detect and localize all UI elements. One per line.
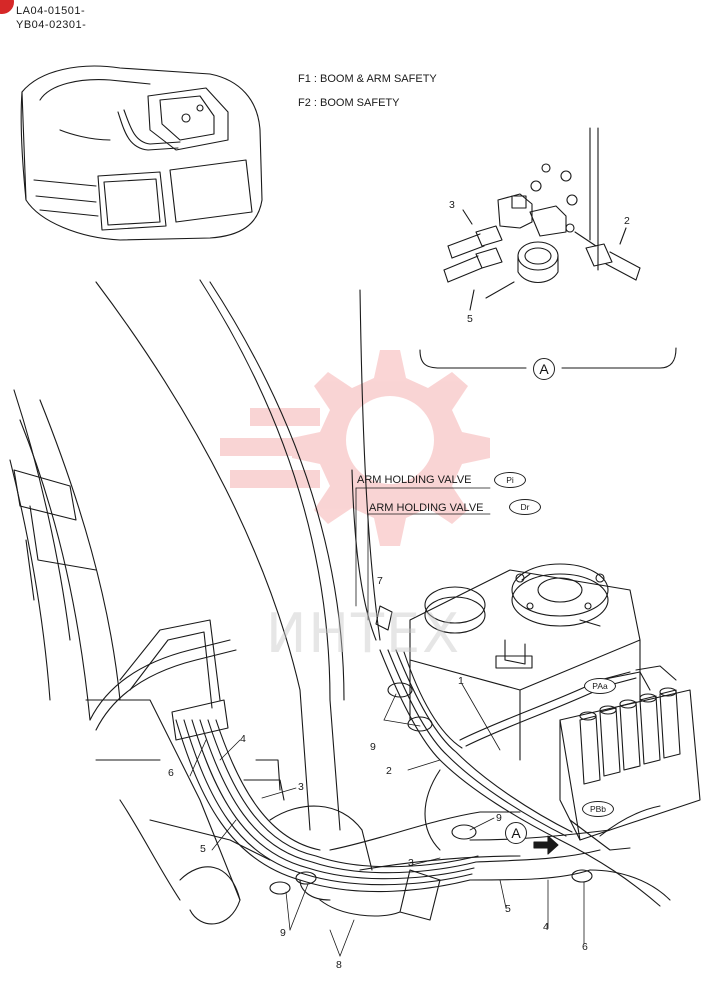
part-label-3-left: 3: [298, 781, 304, 793]
detail-view-a: [419, 127, 677, 369]
view-a-label: A: [533, 358, 555, 380]
part-label-5-left: 5: [200, 843, 206, 855]
doc-code-2: YB04-02301-: [16, 19, 87, 31]
hose-bundle: [89, 289, 671, 921]
watermark-text: ИНТЕХ: [266, 602, 462, 665]
part-label-9-bottom: 9: [280, 927, 286, 939]
watermark-logo: [220, 350, 490, 546]
legend-f2: F2 : BOOM SAFETY: [298, 97, 400, 109]
part-label-4-left: 4: [240, 733, 246, 745]
machine-body-thumbnail: [20, 65, 263, 241]
part-label-7: 7: [377, 575, 383, 587]
doc-code-1: LA04-01501-: [16, 5, 86, 17]
part-label-6-right: 6: [582, 941, 588, 953]
part-label-5-right: 5: [505, 903, 511, 915]
control-valve: [559, 665, 701, 851]
port-badge-pbb: PBb: [582, 801, 614, 817]
part-label-6-left: 6: [168, 767, 174, 779]
legend-f1: F1 : BOOM & ARM SAFETY: [298, 73, 437, 85]
corner-mark: [0, 0, 14, 14]
view-a-arrow-label: A: [505, 822, 527, 844]
boom-structure: [9, 279, 521, 925]
part-label-5-detail: 5: [467, 313, 473, 325]
callout-arm-holding-valve-dr: ARM HOLDING VALVE: [369, 502, 484, 514]
part-label-3-right: 3: [408, 857, 414, 869]
part-label-2: 2: [386, 765, 392, 777]
part-label-8: 8: [336, 959, 342, 971]
port-badge-dr: Dr: [509, 499, 541, 515]
part-label-2-detail: 2: [624, 215, 630, 227]
part-label-3-detail: 3: [449, 199, 455, 211]
part-label-1: 1: [458, 675, 464, 687]
view-a-arrow: [533, 835, 559, 855]
part-label-9-top: 9: [370, 741, 376, 753]
hydraulic-tank: [409, 563, 641, 761]
port-badge-pi: Pi: [494, 472, 526, 488]
hose-clamps: [171, 605, 593, 895]
part-label-9-right: 9: [496, 812, 502, 824]
leader-lines: [189, 487, 585, 957]
callout-arm-holding-valve-pi: ARM HOLDING VALVE: [357, 474, 472, 486]
port-badge-paa: PAa: [584, 678, 616, 694]
part-label-4-right: 4: [543, 921, 549, 933]
